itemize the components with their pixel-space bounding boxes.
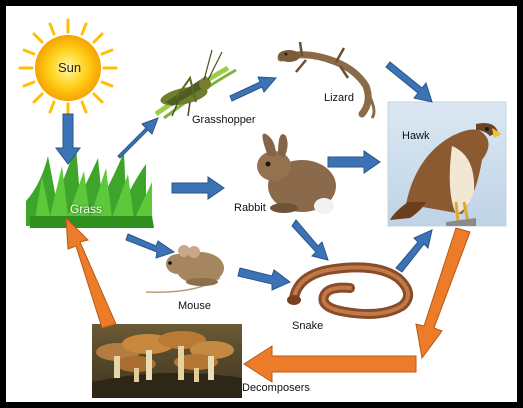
grasshopper-image [156, 50, 236, 118]
snake-image [287, 267, 408, 314]
arrow-mouse-to-snake [238, 268, 290, 290]
arrow-decomposers-to-grass [66, 218, 116, 328]
decomposers-image [92, 324, 242, 398]
arrow-grass-to-rabbit [172, 177, 224, 199]
food-web-canvas: Sun Grass Grasshopper Lizard Hawk Rabbit… [6, 6, 517, 402]
lizard-image [278, 42, 374, 118]
arrow-to-decomposers [244, 346, 416, 382]
arrow-rabbit-to-snake [292, 220, 328, 260]
hawk-image [388, 102, 506, 226]
arrow-grasshopper-to-lizard [230, 77, 276, 101]
grasshopper-label: Grasshopper [192, 114, 256, 126]
lizard-label: Lizard [324, 92, 354, 104]
arrow-grass-to-grasshopper [118, 118, 158, 158]
decomposers-label: Decomposers [242, 382, 310, 394]
sun-label: Sun [58, 60, 81, 75]
arrow-rabbit-to-hawk [328, 151, 380, 173]
snake-label: Snake [292, 320, 323, 332]
arrow-hawk-to-decomposers [416, 228, 470, 358]
rabbit-image [257, 133, 336, 214]
arrow-lizard-to-hawk [386, 62, 432, 102]
grass-label: Grass [70, 202, 102, 216]
hawk-label: Hawk [402, 130, 430, 142]
mouse-label: Mouse [178, 300, 211, 312]
arrow-snake-to-hawk [396, 230, 432, 272]
arrow-grass-to-mouse [126, 234, 174, 258]
rabbit-label: Rabbit [234, 202, 266, 214]
